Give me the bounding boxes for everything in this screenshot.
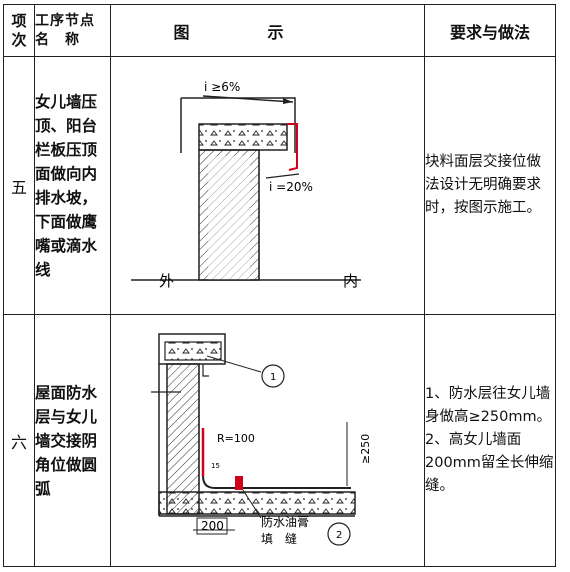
row-figure: R=100 15 1 ≥250 200 防水油膏 xyxy=(110,314,425,567)
header-requirement: 要求与做法 xyxy=(424,4,556,57)
header-name-line2: 名 称 xyxy=(35,31,80,48)
row-figure: i ≥6% i =20% 外 内 xyxy=(110,56,425,315)
slope-drip-label: i =20% xyxy=(269,180,313,194)
inside-label: 内 xyxy=(343,272,358,290)
callout-2-label: 2 xyxy=(336,530,342,541)
requirement-item: 1、防水层往女儿墙身做高≥250mm。 xyxy=(425,386,552,425)
row-name: 屋面防水层与女儿墙交接阴角位做圆弧 xyxy=(34,314,111,567)
wall-core-hatch xyxy=(208,155,250,280)
drip-slope-line xyxy=(265,172,300,179)
height-label: ≥250 xyxy=(359,433,372,463)
callout-1-label: 1 xyxy=(270,372,276,383)
ointment-leader xyxy=(242,489,262,518)
coping-concrete xyxy=(198,122,288,151)
outside-label: 外 xyxy=(159,272,174,290)
coping-outline xyxy=(158,332,226,365)
header-name: 工序节点 名 称 xyxy=(34,4,111,57)
drip-edge xyxy=(287,122,298,171)
roof-slab xyxy=(158,490,356,515)
width-label: 200 xyxy=(201,519,224,533)
slope-top-label: i ≥6% xyxy=(204,80,240,94)
flashing-lip xyxy=(202,363,209,377)
coping-outline xyxy=(180,96,296,153)
callout-1-circle xyxy=(261,363,285,388)
waterproof-corner-diagram: R=100 15 1 ≥250 200 防水油膏 xyxy=(151,332,372,546)
header-no-line1: 项 xyxy=(11,11,27,30)
header-name-line1: 工序节点 xyxy=(35,12,95,29)
radius-label: R=100 xyxy=(217,432,255,445)
row-requirement: 块料面层交接位做法设计无明确要求时，按图示施工。 xyxy=(424,56,556,315)
ointment-label: 防水油膏 xyxy=(261,514,309,529)
callout-2-circle xyxy=(327,521,351,546)
small-dimension: 15 xyxy=(211,462,220,470)
header-no-line2: 次 xyxy=(11,30,27,49)
parapet-wall xyxy=(166,362,200,515)
slope-arrow-line xyxy=(202,94,294,103)
construction-detail-table: 项 次 工序节点 名 称 图示 要求与做法 五 女儿墙压顶、阳台栏板压顶面做向内… xyxy=(3,4,556,567)
row-requirement: 1、防水层往女儿墙身做高≥250mm。 2、高女儿墙面200mm留全长伸缩缝。 xyxy=(424,314,556,567)
row-number: 六 xyxy=(3,314,35,567)
coping-concrete xyxy=(164,340,222,361)
waterproof-membrane xyxy=(202,475,351,489)
joint-label: 填 缝 xyxy=(261,531,297,546)
header-figure: 图示 xyxy=(110,4,425,57)
row-name: 女儿墙压顶、阳台栏板压顶面做向内排水坡，下面做鹰嘴或滴水线 xyxy=(34,56,111,315)
table-header-row: 项 次 工序节点 名 称 图示 要求与做法 xyxy=(3,4,556,57)
table-row: 五 女儿墙压顶、阳台栏板压顶面做向内排水坡，下面做鹰嘴或滴水线 xyxy=(3,56,556,315)
slope-arrowhead xyxy=(283,97,293,104)
table-row: 六 屋面防水层与女儿墙交接阴角位做圆弧 xyxy=(3,314,556,567)
width-dimension-box xyxy=(196,517,228,534)
callout-1-leader xyxy=(206,355,262,372)
header-no: 项 次 xyxy=(3,4,35,57)
sealant-joint xyxy=(235,475,243,490)
row-number: 五 xyxy=(3,56,35,315)
parapet-coping-diagram: i ≥6% i =20% 外 内 xyxy=(131,80,361,290)
requirement-item: 2、高女儿墙面200mm留全长伸缩缝。 xyxy=(425,432,554,494)
